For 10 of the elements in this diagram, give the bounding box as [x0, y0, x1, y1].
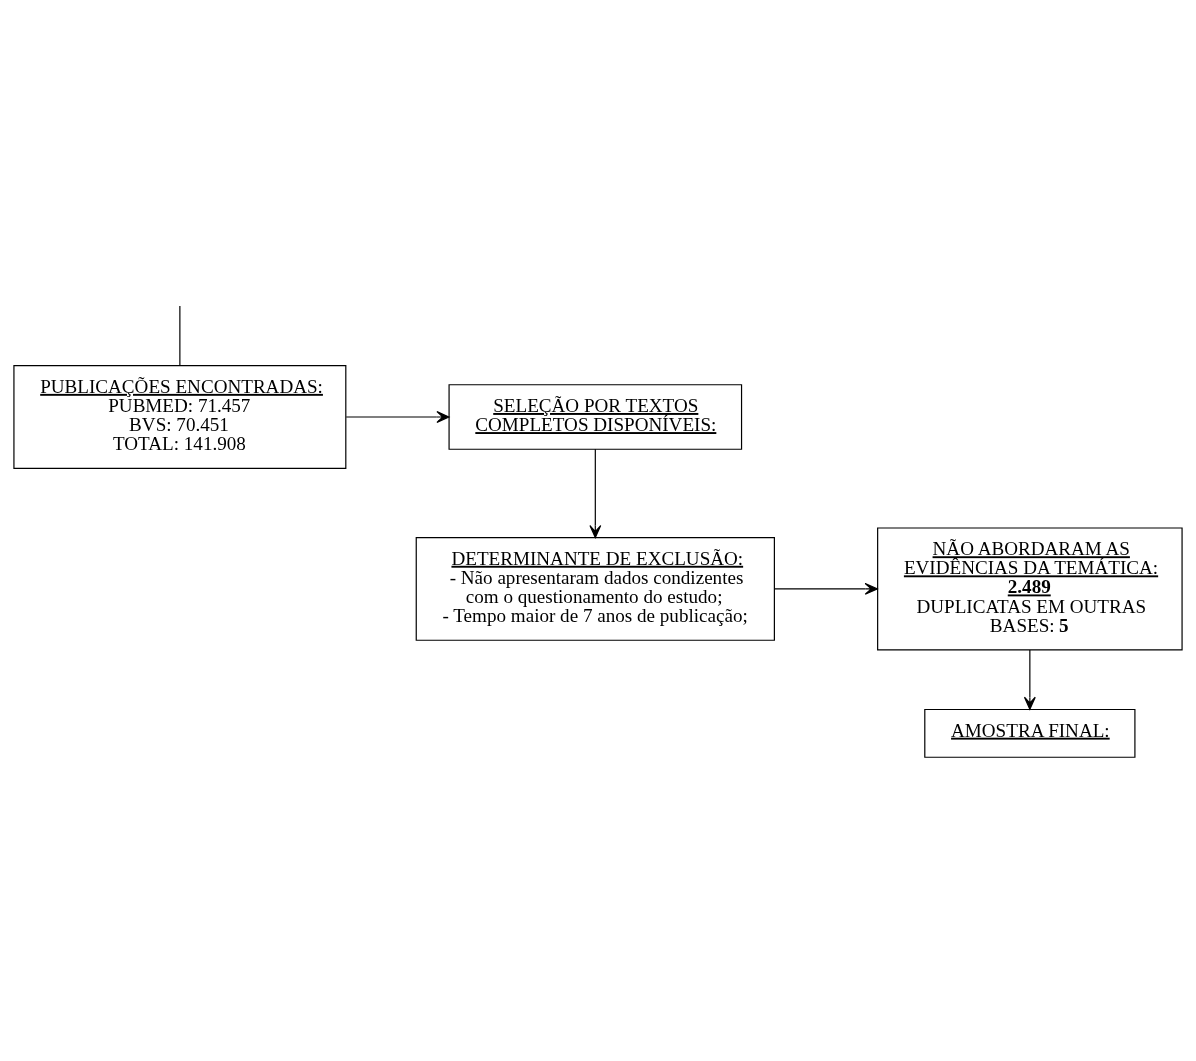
node-box: AMOSTRA FINAL:: [924, 708, 1136, 758]
node-box: SELEÇÃO POR TEXTOS COMPLETOS DISPONÍVEIS:: [448, 383, 743, 450]
arrow: [1023, 648, 1036, 710]
node-box: PUBLICAÇÕES ENCONTRADAS: PUBMED: 71.457 BVS: 70.451 TOTAL: 141.908: [13, 364, 347, 469]
arrow: [589, 448, 602, 538]
node-box: DETERMINANTE DE EXCLUSÃO: - Não apresentaram dados condizentes com o questionamento do estudo; - Tempo maior de 7 anos de publicação;: [415, 536, 775, 641]
node-box: NÃO ABORDARAM AS EVIDÊNCIAS DA TEMÁTICA: 2.489 DUPLICATAS EM OUTRAS BASES: 5: [877, 526, 1183, 650]
arrow: [345, 410, 450, 423]
connector: [179, 304, 181, 366]
arrow: [773, 582, 878, 595]
